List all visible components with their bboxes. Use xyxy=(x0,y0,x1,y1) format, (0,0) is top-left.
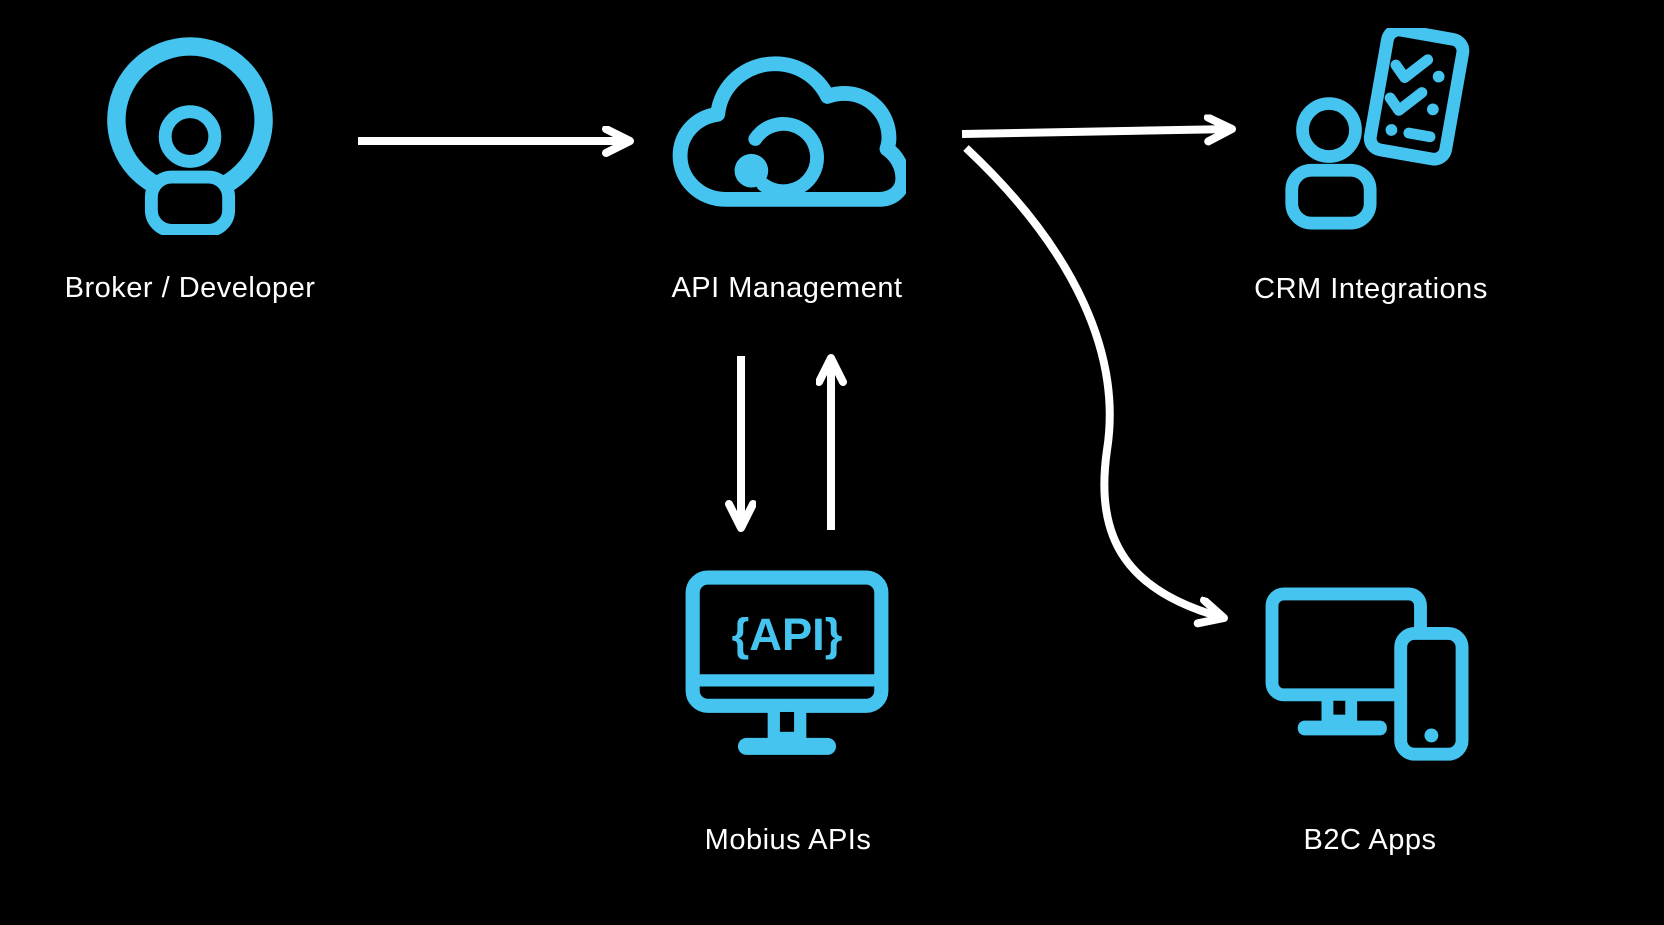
arrow-api-to-b2c-curved xyxy=(963,145,1224,618)
node-label-mobius: Mobius APIs xyxy=(704,824,872,856)
node-label-b2c: B2C Apps xyxy=(1303,824,1437,856)
monitor-phone-icon xyxy=(1265,587,1469,761)
node-label-broker: Broker / Developer xyxy=(64,272,316,304)
monitor-api-icon: {API} xyxy=(685,570,889,755)
person-in-circle-icon xyxy=(107,37,273,235)
node-label-api-management: API Management xyxy=(671,272,903,304)
arrow-api-to-crm xyxy=(961,129,1232,134)
cloud-api-icon xyxy=(672,56,906,207)
person-checklist-icon xyxy=(1285,28,1470,230)
node-label-crm: CRM Integrations xyxy=(1254,273,1488,305)
monitor-screen-text: {API} xyxy=(732,609,843,660)
